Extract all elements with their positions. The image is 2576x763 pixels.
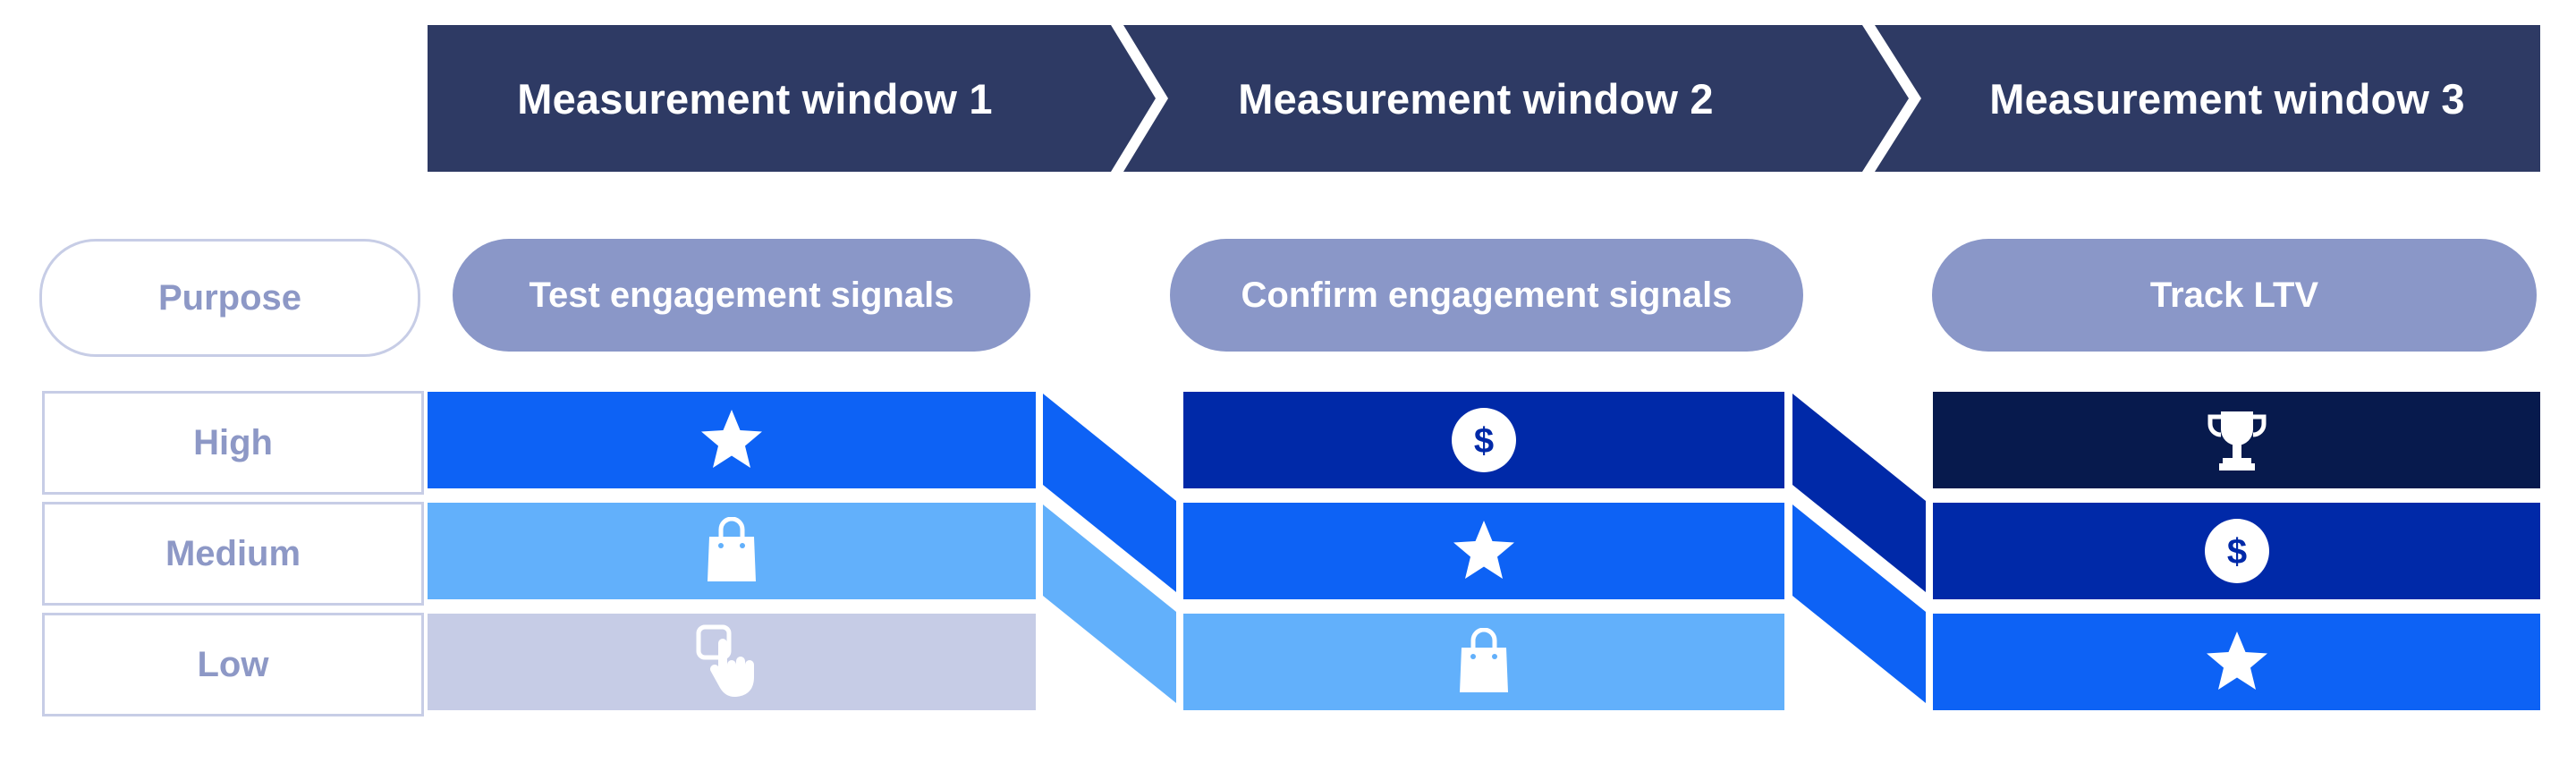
shopping-bag-icon bbox=[708, 517, 756, 581]
svg-text:$: $ bbox=[1474, 421, 1494, 461]
purpose-pill-window-1: Test engagement signals bbox=[453, 239, 1030, 352]
svg-text:$: $ bbox=[2226, 532, 2246, 572]
trophy-icon bbox=[2207, 411, 2266, 471]
tier-block-w2-medium bbox=[1183, 503, 1784, 599]
tier-block-w1-medium bbox=[428, 503, 1036, 599]
header-chevron-1 bbox=[428, 25, 1156, 172]
dollar-coin-icon: $ bbox=[2204, 519, 2269, 583]
star-icon bbox=[1453, 521, 1514, 579]
star-icon bbox=[701, 410, 762, 468]
header-window-1-label: Measurement window 1 bbox=[517, 74, 993, 123]
connector-w1-medium bbox=[1043, 504, 1176, 703]
tier-block-w2-high: $ bbox=[1183, 392, 1784, 488]
connector-w2-medium bbox=[1792, 504, 1926, 703]
row-label-high: High bbox=[42, 391, 424, 495]
tier-block-w3-medium: $ bbox=[1933, 503, 2540, 599]
shopping-bag-icon bbox=[1460, 628, 1508, 692]
header-window-3-label: Measurement window 3 bbox=[1989, 74, 2465, 123]
purpose-pill-window-2: Confirm engagement signals bbox=[1170, 239, 1803, 352]
header-band bbox=[428, 25, 2540, 172]
tier-block-w3-low bbox=[1933, 614, 2540, 710]
tier-block-w2-low bbox=[1183, 614, 1784, 710]
purpose-label: Purpose bbox=[39, 239, 420, 357]
tier-block-w1-high bbox=[428, 392, 1036, 488]
tier-block-w3-high bbox=[1933, 392, 2540, 488]
star-icon bbox=[2206, 632, 2267, 690]
header-chevron-2 bbox=[1123, 25, 1909, 172]
connector-w2-high bbox=[1792, 394, 1926, 592]
connector-w1-high bbox=[1043, 394, 1176, 592]
tier-block-w1-low bbox=[428, 614, 1036, 710]
row-label-medium: Medium bbox=[42, 502, 424, 606]
purpose-pill-window-3: Track LTV bbox=[1932, 239, 2537, 352]
row-label-low: Low bbox=[42, 613, 424, 716]
tap-hand-icon bbox=[696, 624, 754, 697]
header-chevron-3 bbox=[1875, 25, 2540, 172]
dollar-coin-icon: $ bbox=[1452, 408, 1516, 472]
header-window-2-label: Measurement window 2 bbox=[1238, 74, 1714, 123]
